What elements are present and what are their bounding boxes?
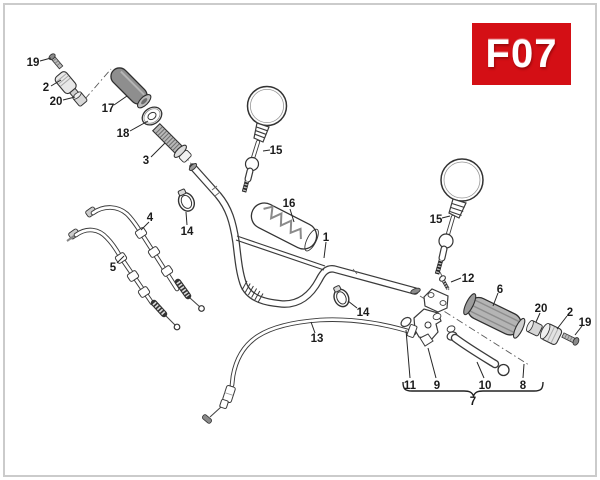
bar-knurling	[241, 280, 264, 303]
axis-line-throttle	[419, 295, 530, 366]
crossbar-line	[235, 239, 325, 271]
callout-leader-6	[492, 292, 499, 307]
left-grip-drawing	[110, 67, 152, 109]
bushing-right-drawing	[526, 320, 543, 337]
brake-perch-drawing	[406, 288, 449, 347]
cable-5-drawing	[66, 227, 181, 331]
callout-leader-11	[405, 329, 411, 379]
bar-left-end-cap	[188, 163, 198, 171]
pad-logo-squiggle	[263, 205, 302, 240]
callout-leader-13	[310, 321, 316, 334]
throttle-grip-drawing	[463, 293, 526, 339]
callout-leader-8	[522, 363, 525, 379]
callout-label-19: 19	[579, 317, 592, 329]
crossbar-line	[236, 235, 326, 267]
callout-leader-14	[185, 211, 188, 226]
callout-leader-17	[113, 95, 128, 106]
group-7-brace	[402, 381, 544, 398]
callout-leader-18	[129, 120, 149, 132]
callout-label-5: 5	[110, 262, 117, 274]
callout-label-17: 17	[102, 103, 115, 115]
callout-label-12: 12	[462, 273, 475, 285]
washer-drawing	[141, 106, 163, 126]
callout-label-11: 11	[404, 380, 417, 392]
callout-label-19: 19	[27, 57, 40, 69]
cable-4-drawing	[85, 205, 205, 312]
mirror-right-drawing	[434, 158, 484, 275]
figure-code-badge: F07	[472, 23, 571, 85]
callout-label-15: 15	[270, 145, 283, 157]
pin-drawing	[400, 316, 412, 328]
bar-end-tube-drawing	[151, 122, 192, 163]
callout-label-18: 18	[117, 128, 130, 140]
callout-label-10: 10	[479, 380, 492, 392]
callout-label-1: 1	[323, 232, 330, 244]
callout-label-9: 9	[434, 380, 440, 392]
clamp-ring-left-drawing	[177, 188, 196, 212]
callout-leader-20	[62, 96, 76, 101]
callout-leader-1	[323, 241, 327, 259]
callout-leader-4	[140, 221, 150, 231]
callout-label-2: 2	[43, 82, 49, 94]
callout-label-4: 4	[147, 212, 154, 224]
callout-leader-15	[262, 149, 271, 152]
callout-label-16: 16	[283, 198, 296, 210]
callout-leader-20	[535, 312, 541, 323]
callout-label-14: 14	[357, 307, 370, 319]
mirror-left-drawing	[241, 85, 288, 193]
callout-leader-10	[476, 361, 485, 379]
callout-leader-19	[574, 325, 583, 336]
callout-label-15: 15	[430, 214, 443, 226]
screw-right-drawing	[561, 332, 580, 346]
handlebar-drawing	[188, 163, 421, 308]
clamp-bolt-drawing	[439, 275, 450, 290]
callout-leader-5	[116, 255, 125, 264]
screw-left-drawing	[48, 53, 64, 70]
callout-leader-2	[556, 315, 568, 330]
callout-leader-16	[289, 208, 295, 223]
bar-end-weight-right-drawing	[539, 323, 563, 345]
callout-label-14: 14	[181, 226, 194, 238]
axis-line-left-grip	[84, 68, 112, 100]
callout-leader-2	[50, 79, 62, 87]
callout-label-6: 6	[497, 284, 503, 296]
callout-label-20: 20	[50, 96, 63, 108]
clamp-ring-right-drawing	[333, 285, 350, 308]
callout-leader-14	[347, 300, 358, 309]
callout-label-2: 2	[567, 307, 573, 319]
crossbar-pad-drawing	[250, 202, 319, 252]
callout-leader-3	[150, 142, 166, 158]
callout-label-8: 8	[520, 380, 527, 392]
callout-leader-9	[427, 347, 437, 379]
bar-right-end-cap	[410, 287, 421, 295]
callout-label-20: 20	[535, 303, 548, 315]
callout-label-13: 13	[311, 333, 324, 345]
callout-label-3: 3	[143, 155, 149, 167]
callout-leader-15	[441, 215, 451, 219]
brake-lever-drawing	[446, 325, 510, 377]
figure-code: F07	[485, 31, 558, 76]
callout-leader-12	[450, 277, 462, 283]
cable-13-drawing	[201, 317, 417, 424]
callout-label-7: 7	[470, 396, 476, 408]
callout-leader-19	[39, 57, 52, 62]
